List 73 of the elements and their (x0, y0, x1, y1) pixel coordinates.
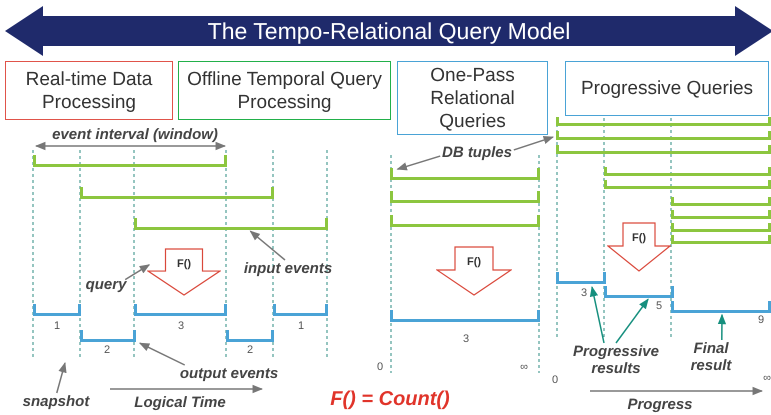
category-title: Offline Temporal Query Processing (186, 68, 383, 114)
annotation-text: Progressive results (566, 343, 666, 379)
interval-bar (556, 131, 771, 140)
banner-title: The Tempo-Relational Query Model (206, 18, 572, 44)
interval-bar (390, 310, 540, 322)
axis-title: Logical Time (133, 394, 227, 412)
interval-bar (33, 304, 81, 316)
interval-bar (273, 304, 328, 316)
axis-label: ∞ (519, 361, 529, 373)
annotation-text: input events (238, 260, 338, 278)
annotation-text: query (82, 276, 130, 294)
count-label: 3 (176, 320, 186, 333)
count-label: 3 (462, 333, 470, 346)
axis-label: ∞ (762, 372, 771, 384)
count-label: 1 (296, 320, 306, 333)
interval-bar (604, 167, 771, 176)
function-label: F() (176, 258, 192, 270)
arrow (718, 314, 726, 340)
category-box (565, 61, 769, 116)
count-label: 9 (756, 314, 766, 327)
category-box (397, 61, 548, 135)
function-block (147, 248, 221, 296)
interval-bar (134, 304, 227, 316)
interval-bar (671, 235, 771, 244)
category-title: Progressive Queries (580, 77, 754, 100)
count-label: 2 (246, 344, 254, 357)
banner-arrow (5, 6, 771, 56)
interval-bar (671, 197, 771, 206)
count-label: 1 (52, 320, 62, 333)
arrow (138, 342, 186, 366)
arrow (615, 298, 649, 344)
interval-bar (671, 223, 771, 232)
interval-bar (390, 168, 540, 180)
interval-bar (134, 218, 328, 230)
count-label: 5 (654, 300, 664, 313)
count-label: 3 (580, 287, 588, 300)
interval-bar (390, 191, 540, 203)
arrow (56, 362, 67, 394)
arrow (250, 230, 286, 261)
interval-bar (604, 180, 771, 189)
count-label: 2 (102, 344, 112, 357)
interval-bar (604, 286, 674, 298)
arrow (396, 155, 440, 170)
category-title: Real-time Data Processing (24, 68, 154, 114)
annotation-text: DB tuples (437, 144, 517, 162)
formula-text: F() = Count() (329, 387, 451, 411)
arrow (590, 286, 605, 344)
interval-bar (80, 187, 274, 199)
axis-label: 0 (550, 374, 560, 386)
category-title: One-Pass Relational Queries (429, 64, 516, 132)
interval-bar (390, 215, 540, 227)
annotation-text: output events (175, 365, 283, 383)
interval-bar (671, 301, 771, 313)
category-box (5, 61, 173, 120)
interval-bar (556, 117, 771, 126)
interval-bar (33, 155, 227, 167)
axis-label: 0 (376, 361, 384, 373)
annotation-text: snapshot (18, 393, 94, 411)
function-label: F() (630, 232, 648, 244)
function-block (607, 222, 671, 272)
axis-title: Progress (626, 396, 694, 414)
interval-bar (80, 330, 136, 342)
dimension-label: event interval (window) (51, 126, 219, 144)
category-box (178, 61, 391, 120)
interval-bar (556, 272, 606, 284)
annotation-text: Final result (684, 340, 738, 376)
arrow (124, 264, 150, 280)
function-block (436, 246, 512, 296)
arrow (514, 136, 554, 151)
function-label: F() (466, 256, 482, 268)
interval-bar (556, 145, 771, 154)
interval-bar (671, 210, 771, 219)
interval-bar (226, 330, 274, 342)
